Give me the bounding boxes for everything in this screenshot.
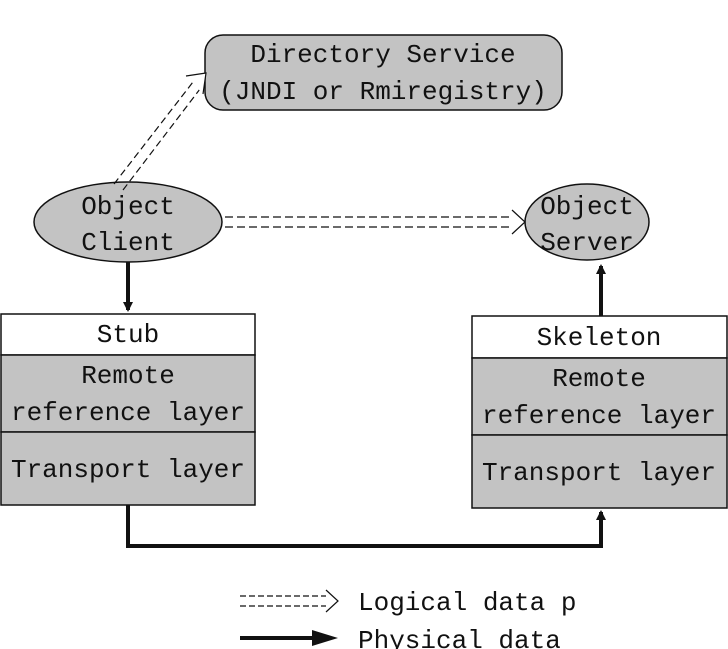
client-line2: Client [81,228,175,258]
skeleton-transport-label: Transport layer [482,458,716,488]
stub-label: Stub [97,320,159,350]
legend-physical-label: Physical data [358,626,561,649]
physical-arrows [123,262,606,548]
directory-line1: Directory Service [250,40,515,70]
legend-physical-arrow-icon [240,630,338,646]
stub-stack: Stub Remote reference layer Transport la… [0,313,256,506]
logical-arrow-client-to-server [225,209,526,235]
skeleton-label: Skeleton [537,323,662,353]
skeleton-stack: Skeleton Remote reference layer Transpor… [471,315,728,509]
stub-transport-label: Transport layer [11,455,245,485]
object-client-node: Object Client [33,181,223,263]
physical-arrow-transport-link [126,505,606,548]
client-line1: Object [81,192,175,222]
skeleton-remote-line2: reference layer [482,401,716,431]
directory-line2: (JNDI or Rmiregistry) [219,77,547,107]
server-line2: Server [540,228,634,258]
directory-service-node: Directory Service (JNDI or Rmiregistry) [204,34,563,111]
server-line1: Object [540,192,634,222]
stub-remote-line2: reference layer [11,398,245,428]
legend: Logical data p Physical data [240,588,576,649]
object-server-node: Object Server [524,183,650,261]
stub-remote-line1: Remote [81,361,175,391]
legend-logical-label: Logical data p [358,588,576,618]
skeleton-remote-line1: Remote [552,364,646,394]
logical-arrow-client-to-directory [113,72,207,191]
legend-logical-arrow-icon [240,589,339,613]
